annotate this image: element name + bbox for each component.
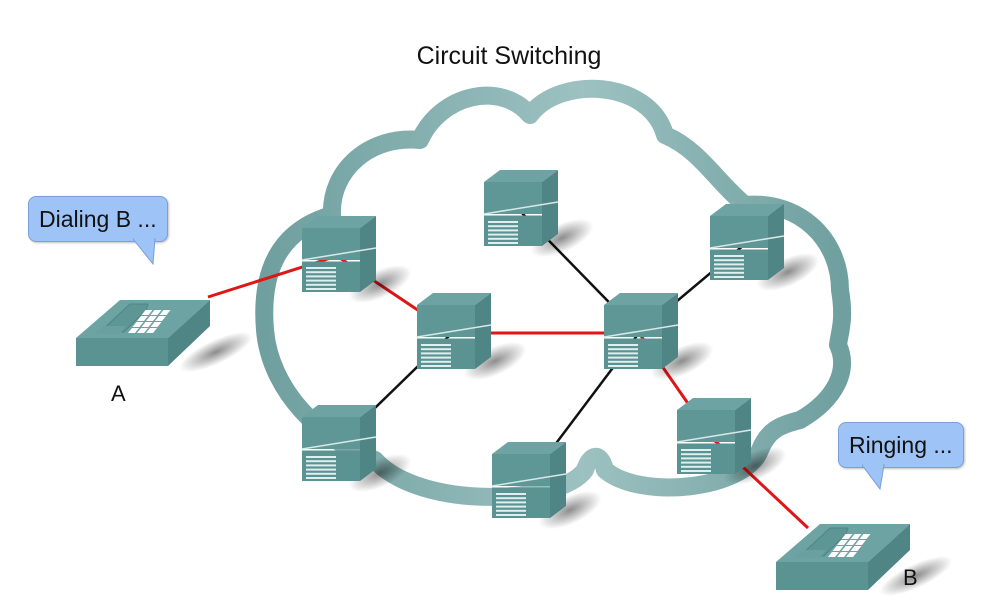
vent-icon xyxy=(488,221,518,244)
devices-layer xyxy=(76,170,953,597)
telephone-b-icon xyxy=(776,524,953,597)
telephone-a-icon xyxy=(76,300,253,373)
phone-a-status-bubble: Dialing B ... xyxy=(28,196,168,242)
phone-b-status-text: Ringing ... xyxy=(849,432,953,458)
keypad-icon xyxy=(128,310,171,333)
switch-s7 xyxy=(491,442,602,530)
bubble-pointer-a xyxy=(133,238,156,266)
phone-a-label: A xyxy=(111,381,126,406)
vent-icon xyxy=(306,267,336,290)
switch-s3 xyxy=(416,293,527,381)
vent-icon xyxy=(608,344,638,367)
switch-s1 xyxy=(301,216,412,304)
phone-a-status-text: Dialing B ... xyxy=(39,206,157,232)
switch-s6 xyxy=(301,405,412,493)
vent-icon xyxy=(496,493,526,516)
switch-s5 xyxy=(709,204,820,292)
switch-s8 xyxy=(676,398,787,486)
vent-icon xyxy=(306,456,336,479)
switch-s2 xyxy=(483,170,594,258)
vent-icon xyxy=(681,449,711,472)
keypad-icon xyxy=(828,534,871,557)
phone-b-label: B xyxy=(903,565,918,590)
switch-s4 xyxy=(603,293,714,381)
diagram-title: Circuit Switching xyxy=(416,42,602,70)
vent-icon xyxy=(421,344,451,367)
vent-icon xyxy=(714,255,744,278)
phone-b-status-bubble: Ringing ... xyxy=(838,422,964,468)
bubble-pointer-b xyxy=(862,464,885,491)
